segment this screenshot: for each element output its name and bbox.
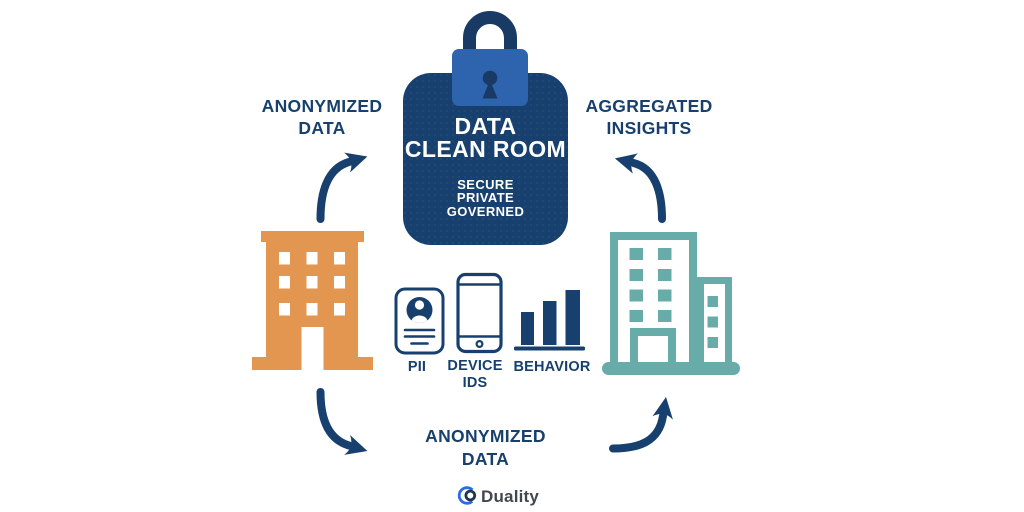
behavior-label: BEHAVIOR: [513, 358, 591, 375]
clean-room-attributes: SECURE PRIVATE GOVERNED: [403, 177, 568, 219]
flow-label-line: ANONYMIZED: [425, 426, 546, 446]
curved-arrow-left-building-down: [316, 388, 368, 455]
flow-label-line: DATA: [298, 118, 346, 138]
curved-arrow-right-to-cleanroom: [614, 153, 666, 223]
clean-room-title-line: CLEAN ROOM: [404, 136, 567, 162]
flow-label-line: ANONYMIZED: [261, 95, 383, 116]
pii-label: PII: [407, 358, 427, 375]
clean-room-attribute: GOVERNED: [446, 203, 525, 219]
clean-room-attribute: PRIVATE: [456, 190, 515, 206]
smartphone-icon: [456, 272, 503, 354]
curved-arrow-up-to-right-building: [609, 397, 673, 453]
city-buildings-icon: [602, 232, 740, 375]
flow-label-line: AGGREGATED: [585, 95, 713, 116]
duality-logo-icon: [457, 486, 477, 505]
device-ids-label: DEVICE IDS: [425, 358, 525, 393]
clean-room-title: DATA CLEAN ROOM: [403, 112, 568, 162]
flow-label-anonymized-data-top: ANONYMIZED DATA: [222, 95, 422, 140]
bar-chart-icon: [514, 290, 585, 351]
curved-arrow-left-to-cleanroom: [316, 152, 368, 223]
flow-label-line: INSIGHTS: [606, 118, 692, 138]
id-card-icon: [394, 287, 445, 355]
device-ids-label-line: DEVICE: [447, 357, 503, 374]
flow-label-anonymized-data-bottom: ANONYMIZED DATA: [386, 425, 586, 470]
device-ids-label-line: IDS: [462, 375, 488, 391]
padlock-shackle-icon: [463, 11, 517, 62]
flow-label-line: DATA: [461, 448, 510, 469]
office-building-icon: [252, 231, 373, 370]
flow-label-aggregated-insights: AGGREGATED INSIGHTS: [549, 95, 749, 140]
clean-room-attribute: SECURE: [457, 177, 514, 192]
duality-wordmark: Duality: [481, 487, 540, 506]
clean-room-title-line: DATA: [454, 112, 517, 139]
padlock-icon: [452, 49, 528, 106]
clean-room-box: [403, 73, 568, 245]
